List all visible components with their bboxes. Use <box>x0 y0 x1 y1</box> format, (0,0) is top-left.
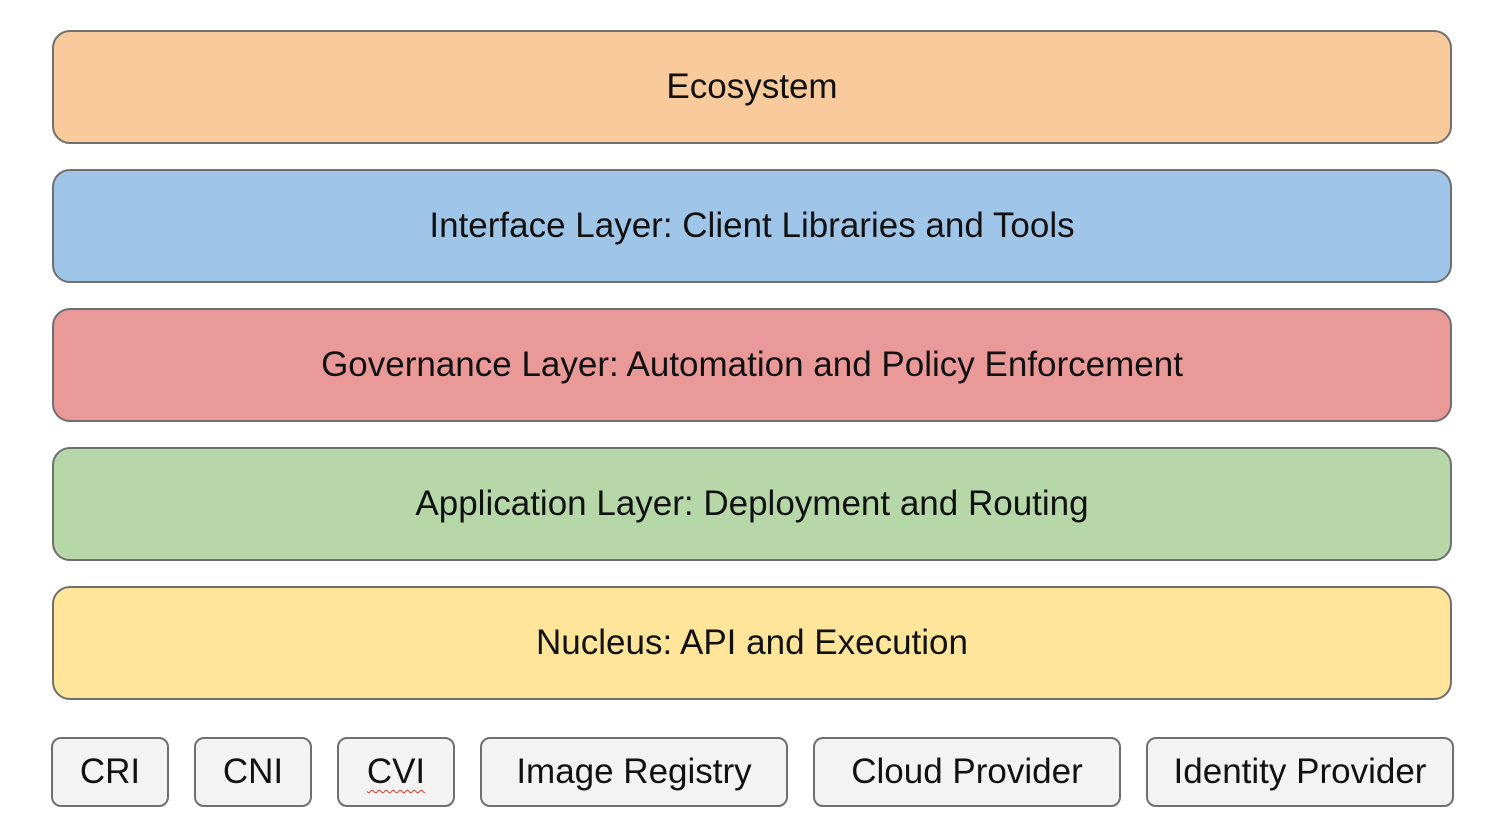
plugin-label-identity-provider: Identity Provider <box>1173 752 1427 791</box>
application-layer: Application Layer: Deployment and Routin… <box>52 447 1452 561</box>
plugin-box-cloud-provider: Cloud Provider <box>813 737 1121 807</box>
plugin-label-cni: CNI <box>222 752 284 791</box>
plugin-box-cvi: CVI <box>337 737 455 807</box>
interface-layer-label: Interface Layer: Client Libraries and To… <box>429 206 1075 245</box>
ecosystem-layer: Ecosystem <box>52 30 1452 144</box>
plugin-box-identity-provider: Identity Provider <box>1146 737 1454 807</box>
plugin-label-cloud-provider: Cloud Provider <box>851 752 1083 791</box>
nucleus-layer: Nucleus: API and Execution <box>52 586 1452 700</box>
ecosystem-layer-label: Ecosystem <box>666 67 838 106</box>
governance-layer: Governance Layer: Automation and Policy … <box>52 308 1452 422</box>
plugin-box-image-registry: Image Registry <box>480 737 788 807</box>
application-layer-label: Application Layer: Deployment and Routin… <box>415 484 1089 523</box>
interface-layer: Interface Layer: Client Libraries and To… <box>52 169 1452 283</box>
plugin-box-cni: CNI <box>194 737 312 807</box>
plugin-box-cri: CRI <box>51 737 169 807</box>
nucleus-layer-label: Nucleus: API and Execution <box>536 623 968 662</box>
plugin-label-image-registry: Image Registry <box>516 752 752 791</box>
governance-layer-label: Governance Layer: Automation and Policy … <box>321 345 1183 384</box>
plugin-label-cri: CRI <box>79 752 141 791</box>
plugin-label-cvi: CVI <box>366 752 426 791</box>
